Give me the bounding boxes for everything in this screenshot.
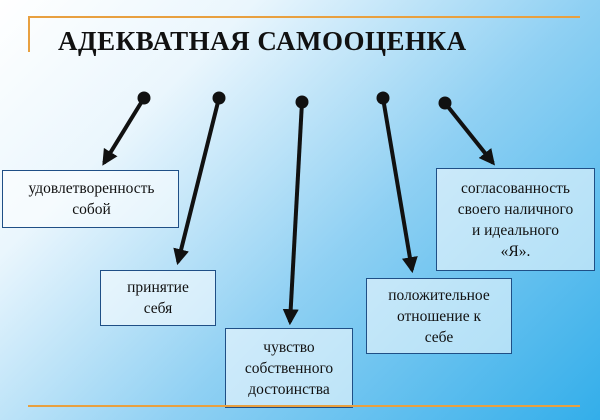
title-decor-vline — [28, 16, 30, 52]
title-decor-line — [28, 16, 580, 18]
arrow-origin-dot — [137, 91, 151, 105]
arrow-origin-dot — [295, 95, 309, 109]
arrow-to-dignity — [282, 95, 309, 326]
arrow-origin-dot — [376, 91, 390, 105]
arrow-origin-dot — [438, 96, 452, 110]
box-self-dignity: чувство собственного достоинства — [225, 328, 353, 408]
box-satisfaction: удовлетворенность собой — [2, 170, 179, 228]
box-self-acceptance: принятие себя — [100, 270, 216, 326]
arrow-origin-dot — [212, 91, 226, 105]
box-positive-attitude: положительное отношение к себе — [366, 278, 512, 354]
arrow-to-satisfaction — [102, 91, 151, 166]
arrow-to-acceptance — [173, 91, 226, 266]
box-self-consistency: согласованность своего наличного и идеал… — [436, 168, 595, 271]
bottom-decor-line — [28, 405, 580, 407]
arrow-to-positive-attitude — [376, 91, 418, 274]
diagram-title: АДЕКВАТНАЯ САМООЦЕНКА — [58, 26, 467, 56]
arrow-to-consistency — [438, 96, 495, 166]
